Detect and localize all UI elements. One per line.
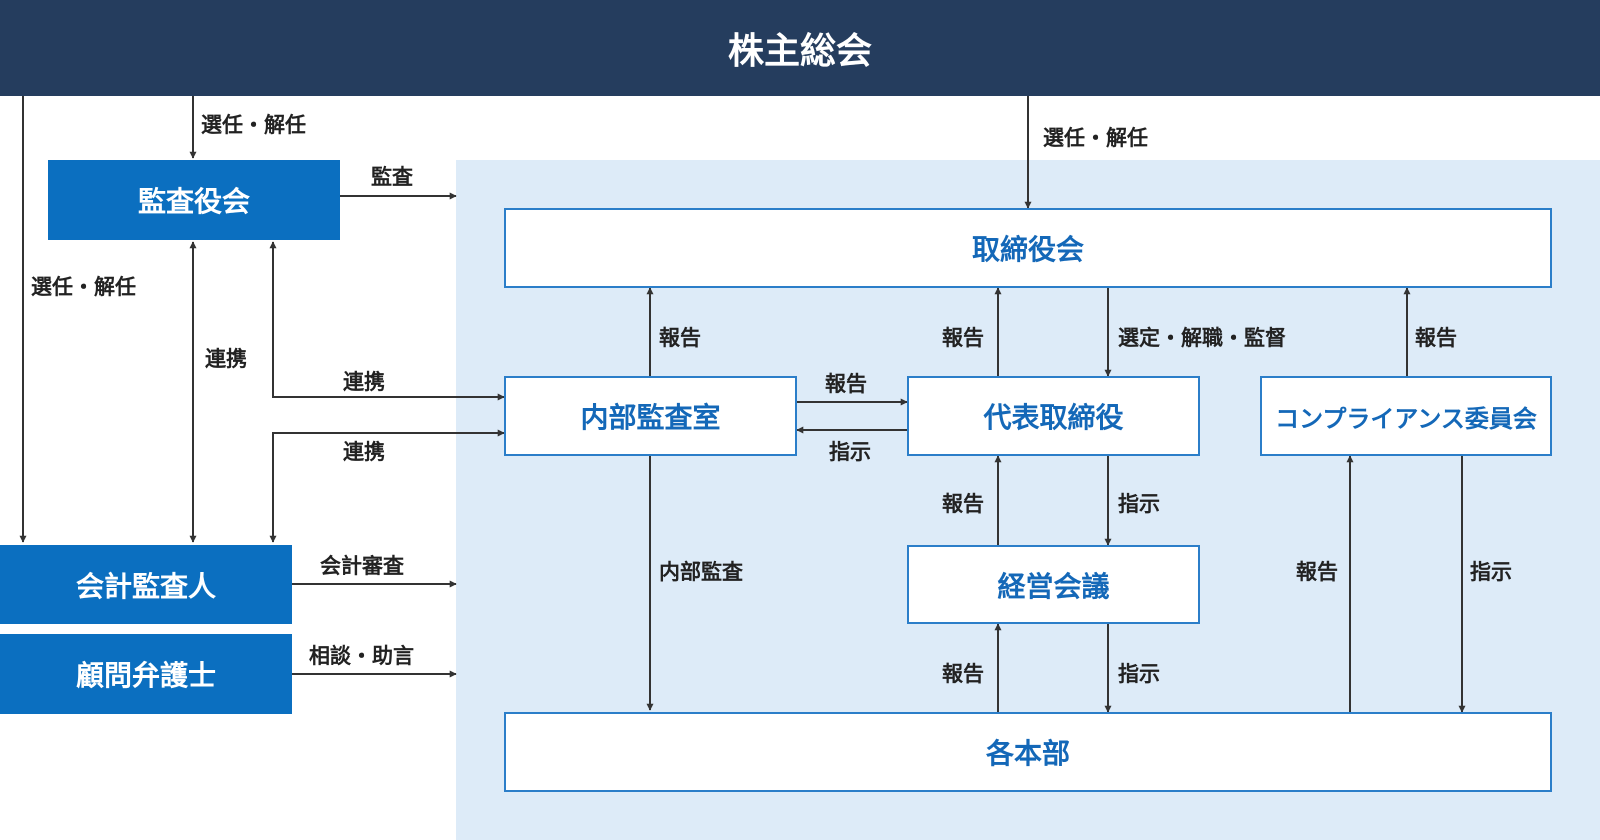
- label-instruction-rep-internal: 指示: [829, 440, 871, 464]
- label-instruction-management-divisions: 指示: [1118, 662, 1160, 686]
- divisions-box: 各本部: [504, 712, 1552, 792]
- audit-board-box: 監査役会: [48, 160, 340, 240]
- label-audit: 監査: [371, 165, 413, 189]
- representative-box: 代表取締役: [907, 376, 1200, 456]
- accounting-auditor-label: 会計監査人: [75, 569, 216, 603]
- label-report-compliance-board: 報告: [1415, 326, 1457, 350]
- label-report-divisions-management: 報告: [942, 662, 984, 686]
- management-meeting-label: 経営会議: [997, 569, 1110, 603]
- board-box: 取締役会: [504, 208, 1552, 288]
- legal-counsel-label: 顧問弁護士: [75, 659, 216, 692]
- label-elect-dismiss-audit-board: 選任・解任: [201, 113, 306, 137]
- label-instruction-rep-management: 指示: [1118, 492, 1160, 516]
- label-accounting-audit: 会計審査: [320, 554, 404, 578]
- label-report-internal-rep: 報告: [825, 372, 867, 396]
- management-meeting-box: 経営会議: [907, 545, 1200, 624]
- edge-accounting-internal-audit: [269, 429, 505, 543]
- label-internal-audit: 内部監査: [659, 560, 743, 584]
- label-consult-advice: 相談・助言: [309, 644, 414, 668]
- board-label: 取締役会: [971, 233, 1084, 266]
- shareholders-meeting-header: 株主総会: [0, 0, 1600, 96]
- label-elect-dismiss-accounting: 選任・解任: [31, 275, 136, 299]
- label-elect-dismiss-board: 選任・解任: [1043, 126, 1148, 150]
- internal-audit-label: 内部監査室: [580, 401, 721, 434]
- representative-label: 代表取締役: [983, 401, 1124, 434]
- label-report-internal-board: 報告: [659, 326, 701, 350]
- label-report-rep-board: 報告: [942, 326, 984, 350]
- label-cooperation-vertical: 連携: [205, 347, 247, 371]
- audit-board-label: 監査役会: [137, 185, 250, 218]
- label-cooperation-lower: 連携: [343, 440, 385, 464]
- compliance-label: コンプライアンス委員会: [1275, 404, 1537, 433]
- edge-audit-board-internal-audit: [269, 241, 505, 401]
- compliance-box: コンプライアンス委員会: [1260, 376, 1552, 456]
- divisions-label: 各本部: [985, 737, 1070, 770]
- internal-audit-box: 内部監査室: [504, 376, 797, 456]
- label-instruction-compliance-divisions: 指示: [1470, 560, 1512, 584]
- label-cooperation-upper: 連携: [343, 370, 385, 394]
- accounting-auditor-box: 会計監査人: [0, 545, 292, 624]
- legal-counsel-box: 顧問弁護士: [0, 634, 292, 714]
- label-report-management-rep: 報告: [942, 492, 984, 516]
- label-report-divisions-compliance: 報告: [1296, 560, 1338, 584]
- label-select-dismiss-supervise: 選定・解職・監督: [1118, 326, 1286, 350]
